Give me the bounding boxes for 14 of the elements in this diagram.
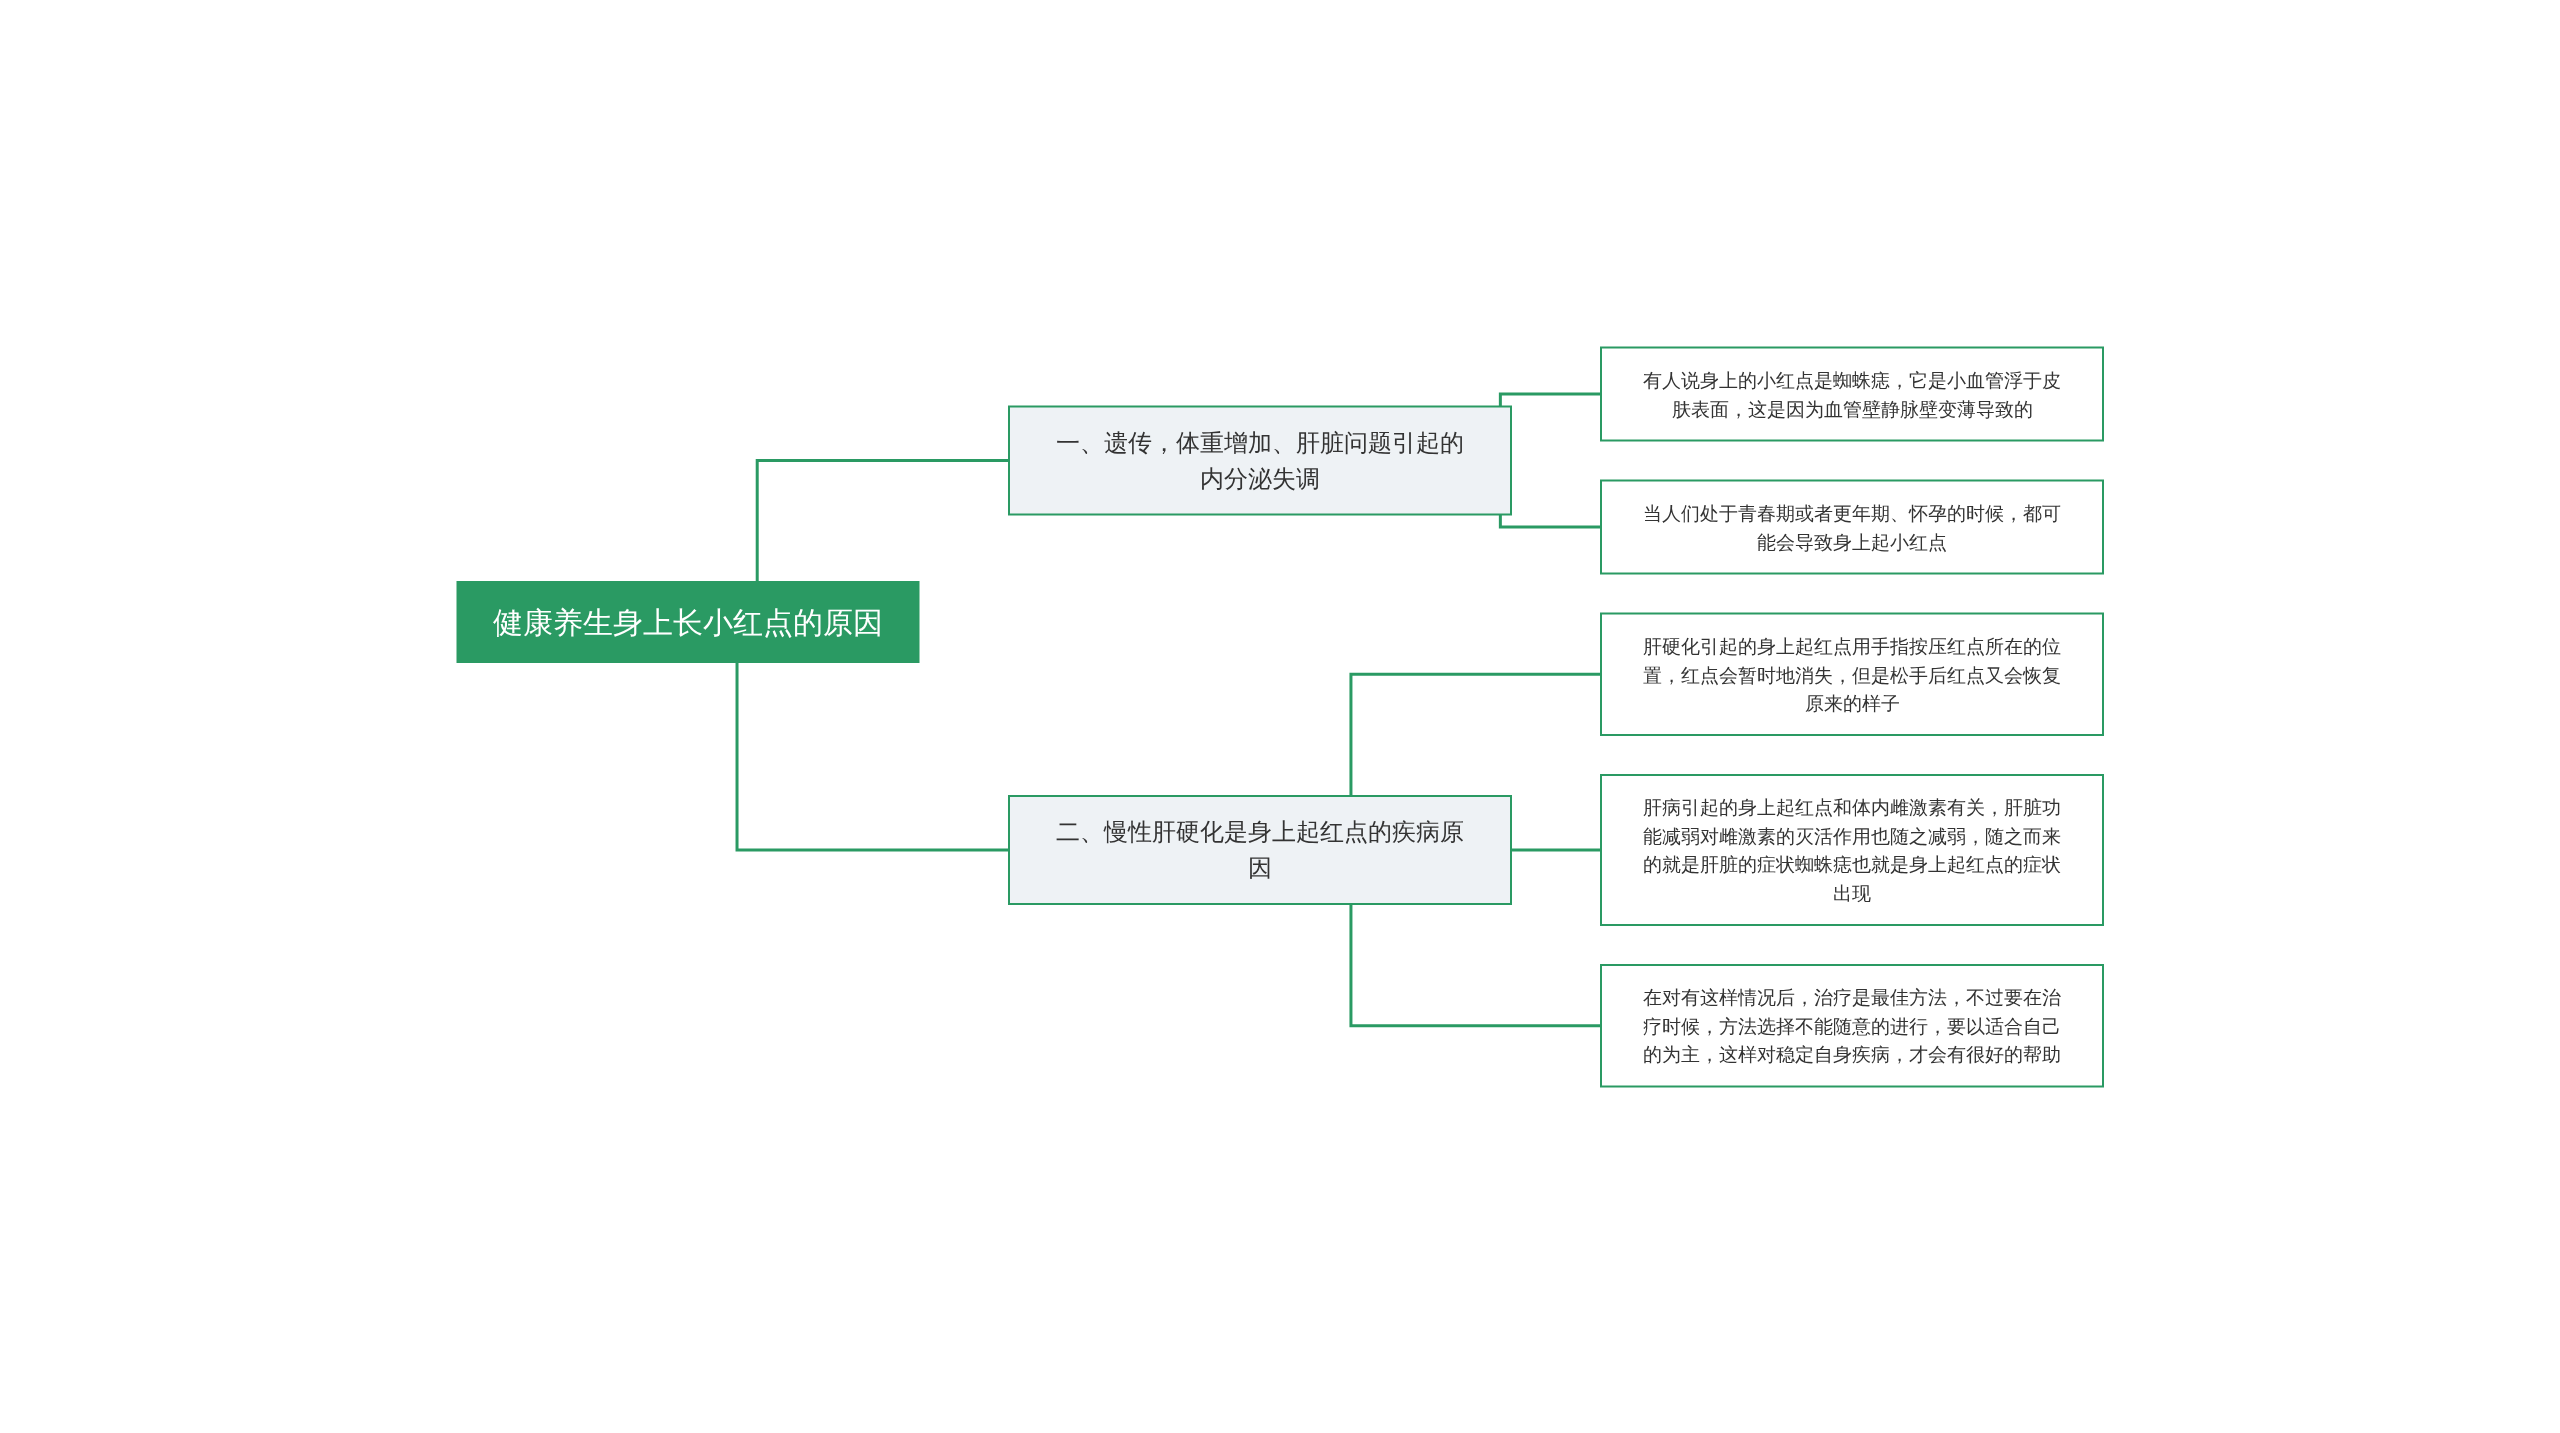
node-box: 有人说身上的小红点是蜘蛛痣，它是小血管浮于皮肤表面，这是因为血管壁静脉壁变薄导致的 [1600,346,2104,441]
node-box: 健康养生身上长小红点的原因 [456,580,920,663]
node-box: 一、遗传，体重增加、肝脏问题引起的内分泌失调 [1008,405,1512,515]
node-box: 二、慢性肝硬化是身上起红点的疾病原因 [1008,794,1512,905]
node-box: 在对有这样情况后，治疗是最佳方法，不过要在治疗时候，方法选择不能随意的进行，要以适合自己的为主，这样对稳定自身疾病，才会有很好的帮助 [1600,963,2104,1087]
connector [1498,392,1601,406]
connector [1498,514,1601,528]
node-box: 肝硬化引起的身上起红点用手指按压红点所在的位置，红点会暂时地消失，但是松手后红点又会恢复原来的样子 [1600,612,2104,736]
node-box: 当人们处于青春期或者更年期、怀孕的时候，都可能会导致身上起小红点 [1600,479,2104,574]
connector [1349,672,1601,796]
connector [735,662,1009,851]
connector [1349,903,1601,1027]
connector [755,458,1009,581]
node-box: 肝病引起的身上起红点和体内雌激素有关，肝脏功能减弱对雌激素的灭活作用也随之减弱，随之而来的就是肝脏的症状蜘蛛痣也就是身上起红点的症状出现 [1600,773,2104,926]
